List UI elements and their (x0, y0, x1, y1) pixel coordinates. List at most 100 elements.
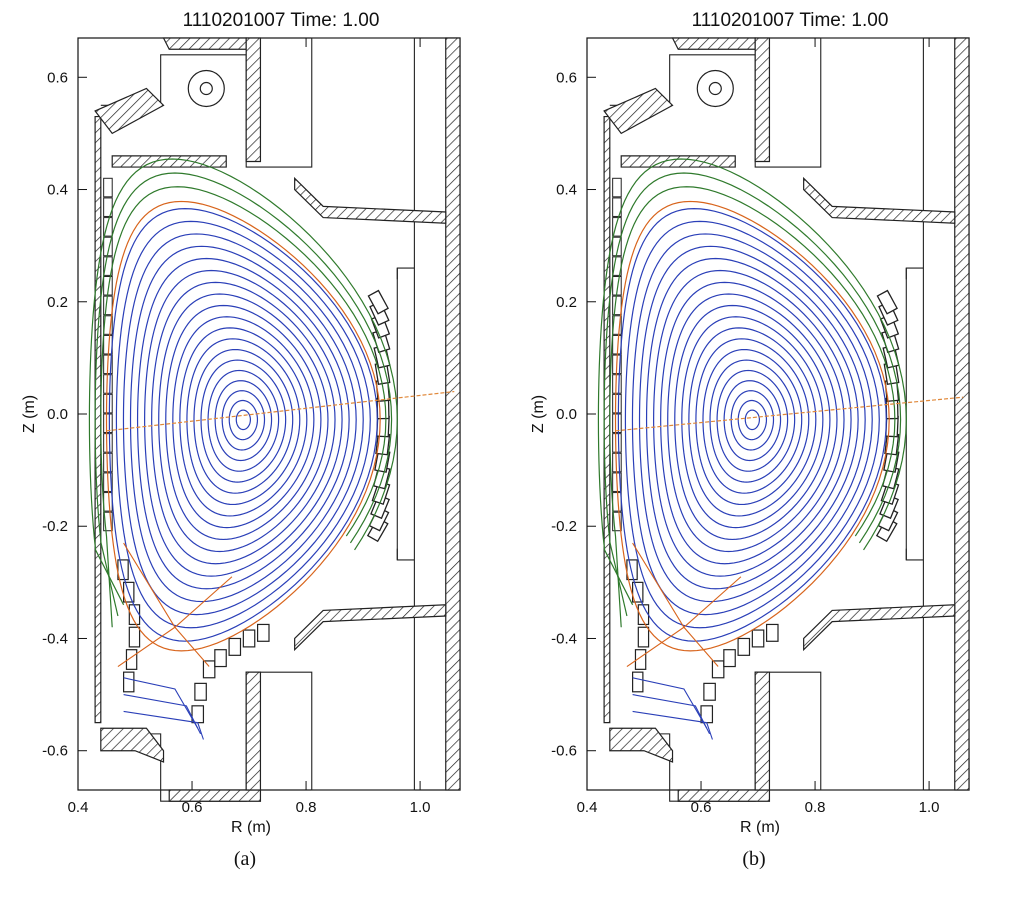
flux-surface (228, 399, 259, 441)
vessel-structure (603, 37, 970, 802)
inner-wall-tile (612, 197, 622, 217)
lower-port-bottom (168, 789, 262, 802)
limiter-support-top (396, 267, 415, 280)
lower-inner-corner (609, 727, 674, 763)
divertor-tile-inner (117, 559, 129, 581)
inner-wall-tile (612, 295, 622, 316)
upper-port-right (754, 37, 771, 163)
divertor-tile-inner (634, 649, 647, 670)
flux-surface (186, 338, 301, 506)
flux-surface (165, 304, 322, 541)
y-tick-label: 0.2 (556, 294, 577, 311)
limiter-support-bottom (396, 548, 415, 561)
flux-surface (235, 409, 251, 431)
lower-inner-corner (100, 727, 165, 763)
inner-wall-tile (612, 217, 622, 237)
flux-surface (737, 399, 768, 441)
divertor-tile-outer (214, 649, 227, 668)
right-wall (954, 37, 970, 791)
flux-surface (695, 338, 810, 506)
inner-wall-tile (103, 492, 113, 512)
flux-surface (702, 348, 803, 494)
inner-wall-tile (103, 177, 113, 198)
plot-frame (77, 37, 461, 791)
inner-wall-tile (103, 433, 113, 453)
inner-wall-tile (103, 197, 113, 217)
flux-surface (158, 293, 329, 553)
chart-title: 1110201007 Time: 1.00 (183, 10, 380, 31)
inner-wall (603, 115, 611, 724)
y-tick-label: -0.2 (551, 518, 577, 535)
inner-wall-tile (612, 393, 622, 414)
divertor-tile-outer (711, 660, 725, 679)
flux-surfaces (88, 158, 455, 740)
private-flux-line (123, 710, 204, 740)
divertor-tile-outer (751, 629, 765, 648)
lower-outer-slope (294, 604, 447, 652)
diagnostic-chord (106, 390, 455, 432)
flux-surface (193, 348, 294, 494)
private-flux-line (632, 710, 713, 740)
inner-wall-tile (612, 413, 622, 434)
y-tick-label: 0.6 (556, 69, 577, 86)
flux-surface (709, 359, 796, 483)
chart-title: 1110201007 Time: 1.00 (692, 10, 889, 31)
inner-wall-tile (612, 315, 622, 335)
inner-wall-tile (103, 315, 113, 335)
flux-surface (716, 369, 789, 472)
inner-wall-tile (612, 511, 622, 532)
inner-wall-tile (103, 236, 113, 257)
x-tick-label: 0.8 (296, 799, 317, 816)
x-tick-label: 0.8 (805, 799, 826, 816)
divertor-tile-outer (723, 649, 736, 668)
y-tick-label: 0.6 (47, 69, 68, 86)
inner-wall-tile (612, 433, 622, 453)
diagnostic-chord (615, 396, 964, 432)
y-tick-label: -0.6 (551, 743, 577, 760)
x-tick-label: 0.6 (182, 799, 203, 816)
inner-wall-tile (612, 177, 622, 198)
upper-shelf (620, 155, 736, 168)
divertor-tile-outer (242, 629, 256, 648)
flux-surface (136, 257, 350, 590)
divertor-tile-outer (194, 682, 207, 701)
open-field-line (597, 158, 907, 606)
separatrix (105, 200, 381, 652)
vessel-structure (94, 37, 461, 802)
inner-wall (94, 115, 102, 724)
upper-coil-core (199, 81, 213, 96)
flux-surface (645, 257, 859, 590)
y-tick-label: -0.6 (42, 743, 68, 760)
inner-wall-tile (612, 374, 622, 394)
open-field-line (603, 172, 902, 617)
divertor-tile-outer (703, 682, 716, 701)
open-field-line (100, 186, 387, 628)
flux-surface (129, 245, 357, 603)
divertor-tile-inner (637, 626, 650, 648)
inner-wall-tile (103, 217, 113, 237)
flux-surface (200, 359, 287, 483)
y-tick-label: 0.2 (47, 294, 68, 311)
flux-surface (115, 220, 371, 629)
right-wall (445, 37, 461, 791)
upper-shelf (111, 155, 227, 168)
x-axis-label: R (m) (740, 819, 780, 836)
inner-wall-tile (103, 295, 113, 316)
inner-wall-tile (612, 492, 622, 512)
flux-surface (221, 390, 266, 451)
divertor-tile-inner (128, 626, 141, 648)
separatrix (614, 200, 890, 652)
flux-surface (681, 316, 824, 529)
flux-surface (653, 269, 852, 577)
flux-surface (723, 380, 782, 462)
upper-coil (187, 69, 225, 108)
flux-surface (179, 327, 308, 517)
x-tick-label: 0.6 (691, 799, 712, 816)
flux-surface (207, 369, 280, 472)
y-axis-label: Z (m) (21, 395, 38, 433)
flux-surface (667, 293, 838, 553)
y-tick-label: 0.0 (47, 406, 68, 423)
